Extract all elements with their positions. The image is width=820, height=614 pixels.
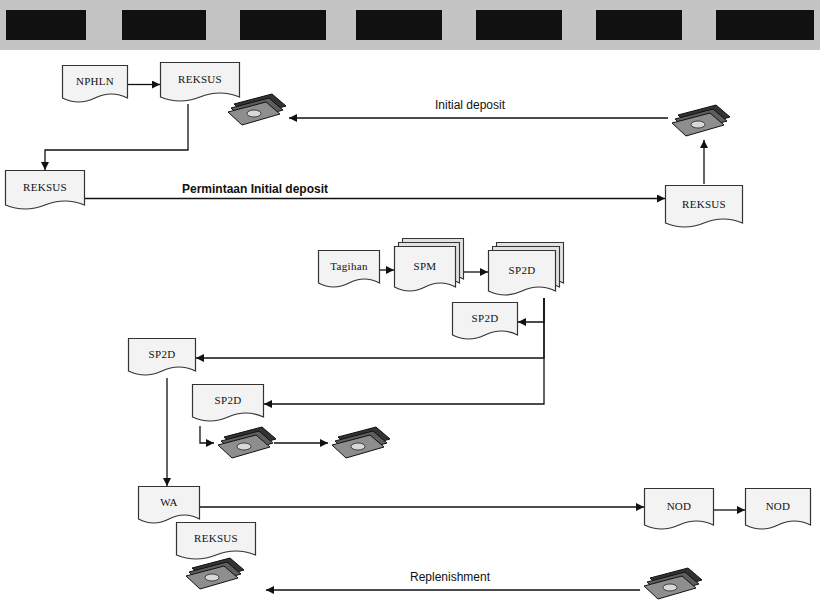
banner-block	[596, 10, 682, 40]
flow-label: Initial deposit	[433, 98, 507, 112]
flow-arrow	[274, 442, 328, 443]
document-sheet	[177, 523, 256, 560]
document-box: SP2D	[488, 250, 556, 298]
edge-label: Permintaan Initial deposit	[180, 182, 330, 196]
flow-arrow	[703, 140, 704, 184]
flow-connector	[380, 269, 394, 270]
document-box: WA	[138, 486, 200, 526]
document-sheet	[161, 63, 240, 102]
document-sheet	[395, 247, 456, 292]
money-icon	[228, 94, 286, 125]
flow-connector	[85, 198, 665, 199]
document-sheet	[746, 489, 811, 530]
money-icon	[644, 568, 702, 599]
money-icon	[186, 558, 244, 589]
flow-label: Replenishment	[408, 570, 492, 584]
document-label: SPM	[414, 260, 437, 272]
banner-block	[240, 10, 326, 40]
document-box: SP2D	[452, 302, 518, 342]
document-box: NOD	[745, 488, 811, 532]
flow-connector	[196, 298, 544, 358]
flow-connector	[200, 506, 644, 507]
document-sheet	[63, 66, 128, 103]
document-label: NPHLN	[76, 75, 114, 87]
document-sheet	[645, 489, 714, 530]
flow-connector	[166, 378, 167, 486]
document-label: SP2D	[149, 348, 176, 360]
flow-connector	[264, 298, 544, 404]
money-icon	[672, 105, 730, 136]
banner-block	[6, 10, 86, 40]
document-box: REKSUS	[5, 170, 85, 212]
document-box: Tagihan	[318, 250, 380, 290]
document-sheet	[666, 186, 743, 228]
document-label: REKSUS	[682, 198, 726, 210]
document-box: NPHLN	[62, 65, 128, 105]
document-box: SP2D	[128, 338, 196, 378]
flow-arrow	[266, 589, 640, 590]
document-box: REKSUS	[176, 522, 256, 562]
banner-block	[476, 10, 562, 40]
flow-connector	[714, 509, 745, 510]
document-label: SP2D	[509, 264, 536, 276]
banner-block	[716, 10, 814, 40]
document-box: SPM	[394, 246, 456, 294]
document-box: REKSUS	[665, 185, 743, 230]
document-label: SP2D	[215, 394, 242, 406]
document-sheet	[489, 251, 556, 296]
document-sheet	[193, 385, 264, 422]
document-label: NOD	[667, 500, 692, 512]
banner	[0, 0, 820, 50]
document-box: NOD	[644, 488, 714, 532]
flow-arrow	[200, 426, 214, 443]
document-sheet	[453, 303, 518, 340]
document-sheet	[6, 171, 85, 210]
banner-block	[122, 10, 206, 40]
document-sheet	[129, 339, 196, 376]
flow-connector	[518, 298, 544, 322]
document-label: REKSUS	[194, 532, 238, 544]
document-label: NOD	[766, 500, 791, 512]
money-icon	[332, 427, 390, 458]
document-label: REKSUS	[23, 181, 67, 193]
document-label: REKSUS	[178, 73, 222, 85]
flow-connector	[128, 84, 160, 85]
document-label: SP2D	[472, 312, 499, 324]
money-icon	[218, 427, 276, 458]
document-label: Tagihan	[330, 260, 367, 272]
flow-arrow	[289, 117, 668, 118]
document-label: WA	[160, 496, 178, 508]
document-sheet	[139, 487, 200, 524]
banner-block	[356, 10, 442, 40]
document-sheet	[319, 251, 380, 288]
document-box: REKSUS	[160, 62, 240, 104]
document-box: SP2D	[192, 384, 264, 424]
flow-connector	[45, 104, 188, 170]
